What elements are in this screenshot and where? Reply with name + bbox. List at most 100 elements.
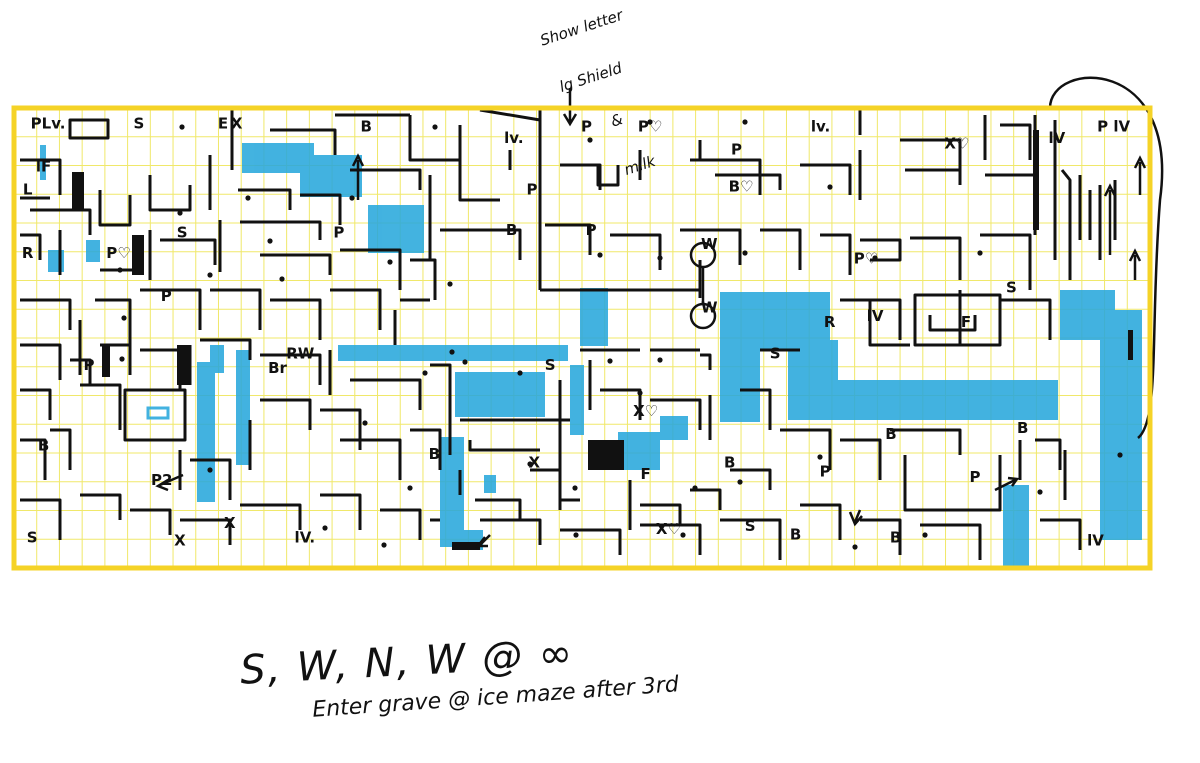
map-label: B xyxy=(360,117,371,135)
map-label: S xyxy=(134,114,145,132)
wall-blocks xyxy=(72,130,1133,550)
map-dot xyxy=(447,281,453,287)
map-dot xyxy=(279,276,285,282)
map-dot xyxy=(587,137,593,143)
map-label: Br xyxy=(268,359,287,377)
map-dot xyxy=(1117,452,1123,458)
map-label: S xyxy=(177,224,188,242)
map-dot xyxy=(692,485,698,491)
map-label: R xyxy=(824,313,836,331)
map-dot xyxy=(407,485,413,491)
map-dot xyxy=(517,370,523,376)
map-label: lV xyxy=(1087,531,1104,549)
map-label: F xyxy=(961,313,971,331)
map-label: S xyxy=(27,528,38,546)
map-dot xyxy=(462,359,468,365)
map-dot xyxy=(742,119,748,125)
map-label: lV. xyxy=(295,528,316,546)
map-label: B xyxy=(790,526,801,544)
map-dot xyxy=(121,315,127,321)
map-dot xyxy=(322,525,328,531)
top-note-line-4: milk xyxy=(621,151,658,179)
dot-markers xyxy=(117,119,1123,550)
map-dot xyxy=(117,267,123,273)
top-note-line-2: lg Shield xyxy=(556,58,624,96)
map-label: X♡ xyxy=(944,135,969,153)
map-label: S xyxy=(1006,278,1017,296)
map-label: X♡ xyxy=(656,520,681,538)
map-label: B xyxy=(38,436,49,454)
map-dot xyxy=(362,420,368,426)
map-label: P xyxy=(731,140,742,158)
map-dot xyxy=(922,532,928,538)
map-dot xyxy=(527,461,533,467)
map-label: P2 xyxy=(151,471,172,489)
map-label: L xyxy=(23,181,33,199)
map-dot xyxy=(207,272,213,278)
map-frame xyxy=(11,105,1153,571)
map-label: P xyxy=(820,462,831,480)
map-dot xyxy=(267,238,273,244)
map-label: E xyxy=(218,114,228,132)
map-label: P♡ xyxy=(106,244,130,262)
map-label: B xyxy=(1017,419,1028,437)
map-dot xyxy=(657,357,663,363)
map-dot xyxy=(647,119,653,125)
map-dot xyxy=(680,532,686,538)
water-areas xyxy=(40,143,1142,570)
map-label: X xyxy=(528,454,540,472)
map-label: RW xyxy=(286,344,315,362)
map-label: X xyxy=(231,114,243,132)
map-dot xyxy=(573,532,579,538)
map-dot xyxy=(737,479,743,485)
map-label: P♡ xyxy=(638,117,662,135)
top-note-line-3: & xyxy=(608,109,626,131)
map-dot xyxy=(432,124,438,130)
map-label: P lV xyxy=(1097,117,1130,135)
map-dot xyxy=(597,252,603,258)
map-dot xyxy=(207,467,213,473)
map-label: lv. xyxy=(504,129,523,147)
map-label: S xyxy=(545,356,556,374)
map-label: lv. xyxy=(811,117,830,135)
map-dot xyxy=(422,370,428,376)
map-label: P xyxy=(161,287,172,305)
map-label: X xyxy=(174,531,186,549)
map-dot xyxy=(657,255,663,261)
map-label: W xyxy=(701,235,718,253)
map-label: B xyxy=(429,445,440,463)
map-label: lV xyxy=(867,307,884,325)
w-marker-rings xyxy=(689,241,717,330)
map-label: S xyxy=(745,517,756,535)
map-label: P xyxy=(333,224,344,242)
map-dot xyxy=(637,390,643,396)
map-dot xyxy=(349,195,355,201)
map-dot xyxy=(245,195,251,201)
map-label: B xyxy=(890,528,901,546)
map-dot xyxy=(387,259,393,265)
map-label: R xyxy=(22,244,34,262)
map-label: B xyxy=(885,425,896,443)
map-label: W xyxy=(701,298,718,316)
map-label: P xyxy=(586,221,597,239)
map-dot xyxy=(572,485,578,491)
map-label: B xyxy=(724,454,735,472)
map-dot xyxy=(852,544,858,550)
map-label: X♡ xyxy=(633,402,658,420)
top-note-line-1: Show letter xyxy=(537,5,626,50)
map-label: P xyxy=(581,117,592,135)
map-label: P xyxy=(527,181,538,199)
map-dot xyxy=(607,358,613,364)
map-label: P xyxy=(970,468,981,486)
map-label: P♡ xyxy=(854,250,878,268)
map-label: S xyxy=(770,344,781,362)
map-dot xyxy=(119,356,125,362)
map-dot xyxy=(817,454,823,460)
map-label: X xyxy=(224,514,236,532)
map-dot xyxy=(1037,489,1043,495)
map-label: P xyxy=(83,356,94,374)
map-dot xyxy=(381,542,387,548)
